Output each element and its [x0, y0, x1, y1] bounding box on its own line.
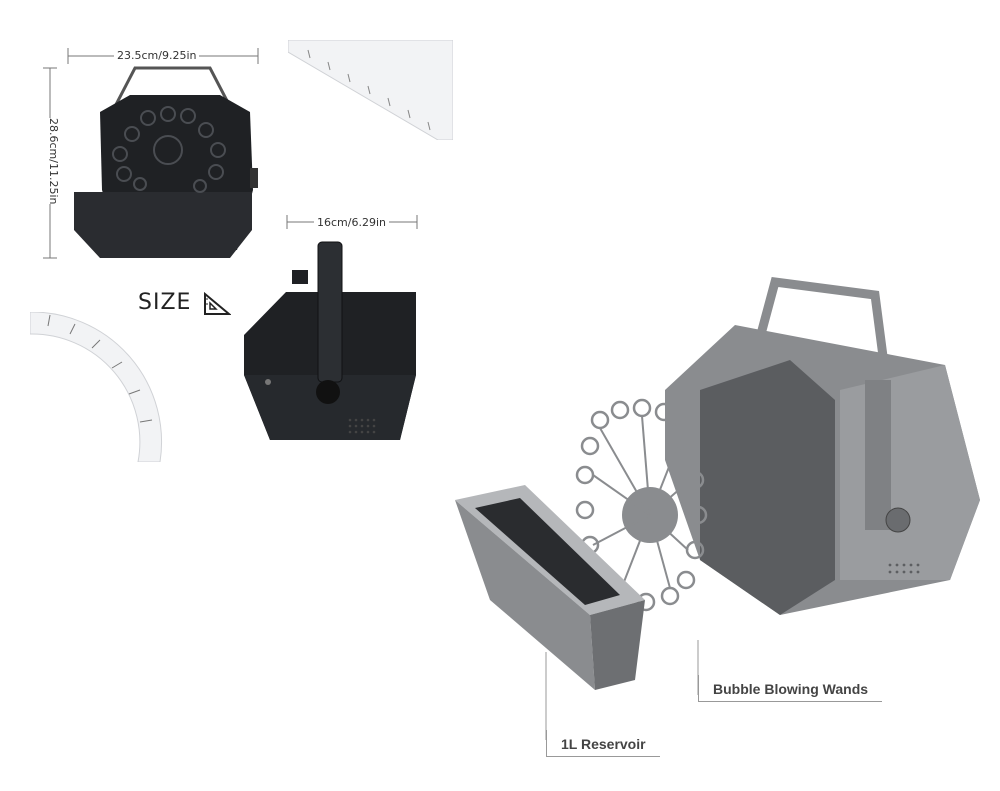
height-dimension-label: 28.6cm/11.25in	[44, 118, 63, 205]
reservoir-callout: 1L Reservoir	[546, 730, 660, 757]
front-view-dimension-figure	[43, 48, 259, 259]
depth-dimension-label: 16cm/6.29in	[314, 216, 389, 229]
side-view-machine	[244, 241, 416, 440]
protractor-image	[30, 312, 163, 462]
width-dimension-label: 23.5cm/9.25in	[114, 49, 200, 62]
ruler-triangle-icon	[204, 292, 231, 315]
size-heading: SIZE	[138, 290, 192, 315]
wands-callout: Bubble Blowing Wands	[698, 675, 883, 702]
exploded-machine-illustration	[455, 277, 980, 690]
ruler-image	[288, 40, 453, 140]
